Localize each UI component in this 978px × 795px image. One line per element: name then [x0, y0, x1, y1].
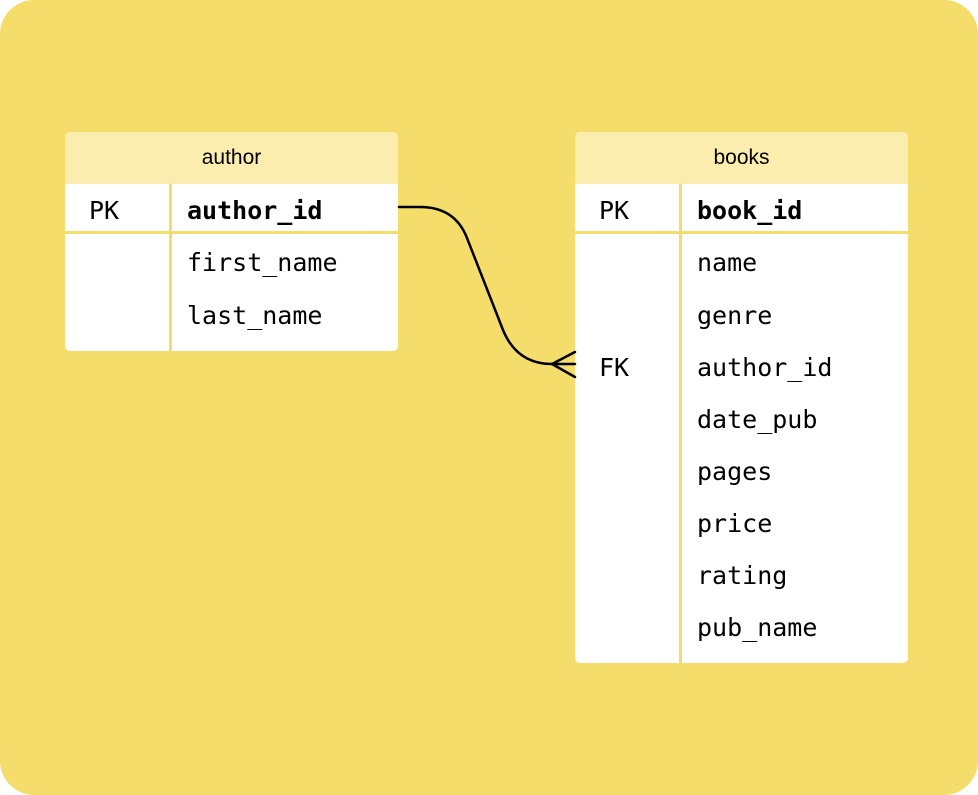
entity-books[interactable]: books PK book_id name genre FK author_id… [575, 132, 908, 663]
author-field-row[interactable]: first_name [65, 236, 398, 288]
books-field-row[interactable]: pages [575, 445, 908, 497]
field-genre: genre [697, 300, 773, 330]
column-divider [679, 184, 682, 663]
books-field-row[interactable]: price [575, 497, 908, 549]
field-name: name [697, 247, 758, 277]
field-rating: rating [697, 560, 788, 590]
primary-key-divider [575, 231, 908, 234]
books-fk-row[interactable]: FK author_id [575, 341, 908, 393]
author-pk-row[interactable]: PK author_id [65, 184, 398, 236]
field-last-name: last_name [187, 300, 323, 330]
column-divider [169, 184, 172, 351]
crows-foot-icon [550, 350, 577, 379]
author-field-row[interactable]: last_name [65, 289, 398, 341]
field-pub-name: pub_name [697, 612, 818, 642]
books-field-row[interactable]: rating [575, 549, 908, 601]
entity-author-title: author [65, 132, 398, 184]
fk-label: FK [599, 352, 630, 382]
primary-key-divider [65, 231, 398, 234]
books-field-row[interactable]: date_pub [575, 393, 908, 445]
field-author-id-fk: author_id [697, 352, 833, 382]
field-pages: pages [697, 456, 773, 486]
books-field-row[interactable]: pub_name [575, 601, 908, 653]
field-date-pub: date_pub [697, 404, 818, 434]
field-author-id: author_id [187, 195, 323, 225]
field-price: price [697, 508, 773, 538]
pk-label: PK [89, 195, 120, 225]
books-pk-row[interactable]: PK book_id [575, 184, 908, 236]
pk-label: PK [599, 195, 630, 225]
entity-books-title: books [575, 132, 908, 184]
relationship-line [397, 205, 577, 366]
books-field-row[interactable]: genre [575, 289, 908, 341]
entity-author[interactable]: author PK author_id first_name last_name [65, 132, 398, 351]
field-first-name: first_name [187, 247, 338, 277]
field-book-id: book_id [697, 195, 803, 225]
books-field-row[interactable]: name [575, 236, 908, 288]
